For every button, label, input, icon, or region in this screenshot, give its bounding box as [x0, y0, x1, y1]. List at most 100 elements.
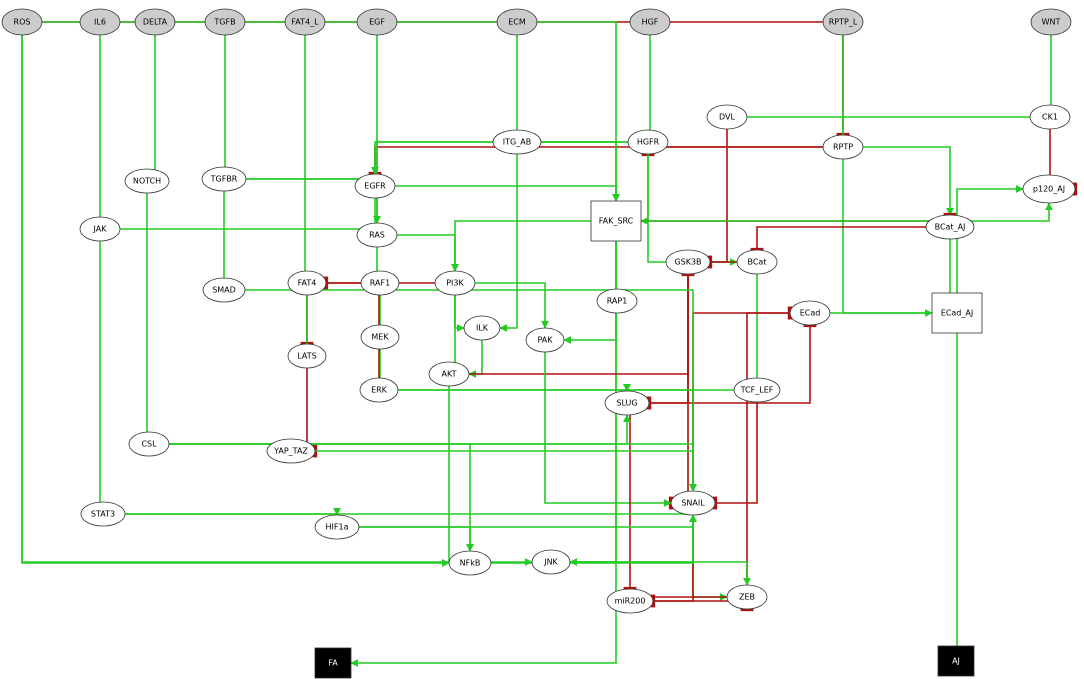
- edge-fak_src-activates-p120_aj: [641, 202, 1053, 222]
- node-yap_taz: YAP_TAZ: [266, 438, 316, 464]
- node-tgfb-label: TGFB: [213, 18, 235, 27]
- node-ck1-label: CK1: [1042, 113, 1058, 122]
- node-ecm-shape: [496, 8, 538, 36]
- node-snail-label: SNAIL: [681, 499, 705, 508]
- node-slug: SLUG: [604, 390, 650, 416]
- node-ck1: CK1: [1029, 104, 1071, 130]
- node-tcf_lef-shape: [733, 377, 781, 403]
- node-erk-shape: [359, 377, 399, 403]
- edge-hgfr-activates-ras: [373, 141, 628, 224]
- node-zeb-shape: [726, 584, 768, 610]
- node-smad-label: SMAD: [212, 286, 236, 295]
- edge-snail-inhibits-ecad: [692, 306, 793, 491]
- node-ras-shape: [356, 222, 398, 248]
- edge-egfr-activates-fak_src: [395, 185, 620, 202]
- node-il6-shape: [79, 8, 121, 36]
- node-bcat_aj-shape: [925, 214, 975, 240]
- edge-slug-inhibits-ecad: [649, 322, 817, 404]
- node-lats-shape: [287, 343, 327, 369]
- node-mir200-shape: [606, 588, 654, 614]
- node-pi3k: PI3K: [434, 270, 476, 296]
- node-aj-label: AJ: [952, 657, 960, 666]
- node-notch-label: NOTCH: [133, 177, 161, 186]
- node-delta: DELTA: [134, 8, 176, 36]
- edge-stat3-activates-hif1a: [125, 507, 341, 516]
- node-tcf_lef: TCF_LEF: [733, 377, 781, 403]
- node-bcat: BCat: [736, 249, 778, 275]
- node-csl-shape: [128, 431, 170, 457]
- node-p120_aj-shape: [1022, 174, 1076, 204]
- node-notch-shape: [124, 168, 170, 194]
- node-erk-label: ERK: [371, 386, 388, 395]
- edge-dvl-inhibits-gsk3b: [707, 129, 728, 269]
- node-fat4_l-shape: [284, 8, 326, 36]
- edge-ros-activates-nfkb: [21, 35, 450, 567]
- edge-nfkb-activates-snail: [491, 514, 697, 564]
- node-ilk-shape: [463, 315, 501, 341]
- edge-tcf_lef-inhibits-snail: [712, 402, 758, 510]
- edge-jak-activates-stat3: [80, 241, 101, 518]
- node-fat4-shape: [287, 270, 327, 296]
- edge-gsk3b-inhibits-snail: [668, 274, 689, 510]
- node-fa-label: FA: [328, 659, 338, 668]
- node-ecm-label: ECM: [508, 18, 526, 27]
- edge-snail-inhibits-mir200: [650, 515, 694, 608]
- node-aj: AJ: [937, 645, 975, 677]
- node-jak-shape: [79, 216, 121, 242]
- node-gsk3b-label: GSK3B: [674, 258, 701, 267]
- edge-jnk-activates-zeb: [570, 561, 751, 586]
- node-lats-label: LATS: [297, 352, 316, 361]
- node-il6-label: IL6: [94, 18, 106, 27]
- edge-fak_src-activates-pi3k: [451, 220, 591, 272]
- node-ecad-label: ECad: [800, 309, 821, 318]
- edge-tgfb-activates-tgfbr: [224, 35, 247, 183]
- node-egfr-label: EGFR: [364, 182, 386, 191]
- edge-jnk-activates-snail: [570, 514, 697, 563]
- node-zeb-label: ZEB: [739, 593, 755, 602]
- node-jnk: JNK: [531, 549, 571, 575]
- node-egf: EGF: [356, 8, 398, 36]
- edge-fak_src-inhibits-bcat_aj: [641, 212, 957, 222]
- edge-lats-inhibits-yap_taz: [306, 368, 318, 458]
- node-akt-label: AKT: [442, 370, 457, 379]
- node-ecad_aj: ECad_AJ: [931, 292, 983, 334]
- node-pi3k-label: PI3K: [446, 279, 464, 288]
- node-itg_ab-label: ITG_AB: [503, 138, 531, 147]
- node-snail: SNAIL: [670, 490, 716, 516]
- edge-snail-activates-zeb: [692, 515, 728, 601]
- edge-wnt-activates-ck1: [1050, 35, 1071, 121]
- node-rptp_l: RPTP_L: [822, 8, 864, 36]
- node-egf-shape: [356, 8, 398, 36]
- node-rptp-shape: [822, 134, 864, 160]
- node-yap_taz-label: YAP_TAZ: [273, 447, 308, 456]
- edge-itg_ab-activates-ilk: [499, 154, 518, 332]
- node-il6: IL6: [79, 8, 121, 36]
- node-hgf-shape: [629, 8, 671, 36]
- node-stat3-label: STAT3: [91, 510, 115, 519]
- node-ecm: ECM: [496, 8, 538, 36]
- node-jnk-label: JNK: [543, 558, 558, 567]
- edge-bcat_aj-inhibits-bcat: [750, 226, 926, 253]
- node-ros-shape: [1, 8, 43, 36]
- edge-tgfbr-activates-egfr: [246, 173, 379, 182]
- node-rptp-label: RPTP: [833, 143, 853, 152]
- node-raf1: RAF1: [360, 270, 400, 296]
- node-dvl-shape: [706, 104, 748, 130]
- node-fat4_l: FAT4_L: [284, 8, 326, 36]
- node-rap1: RAP1: [596, 288, 638, 314]
- node-ilk: ILK: [463, 315, 501, 341]
- node-snail-shape: [670, 490, 716, 516]
- edge-ecad_aj-activates-p120_aj: [956, 185, 1024, 293]
- edge-zeb-inhibits-ecad: [746, 306, 793, 585]
- node-pak-shape: [525, 327, 565, 353]
- node-ras-label: RAS: [369, 231, 385, 240]
- node-erk: ERK: [359, 377, 399, 403]
- node-stat3: STAT3: [80, 501, 126, 527]
- node-pak: PAK: [525, 327, 565, 353]
- node-ck1-shape: [1029, 104, 1071, 130]
- node-aj-shape: [937, 645, 975, 677]
- edge-rptp-activates-bcat_aj: [863, 146, 954, 216]
- node-ecad_aj-shape: [931, 292, 983, 334]
- edge-ilk-activates-akt: [468, 340, 483, 378]
